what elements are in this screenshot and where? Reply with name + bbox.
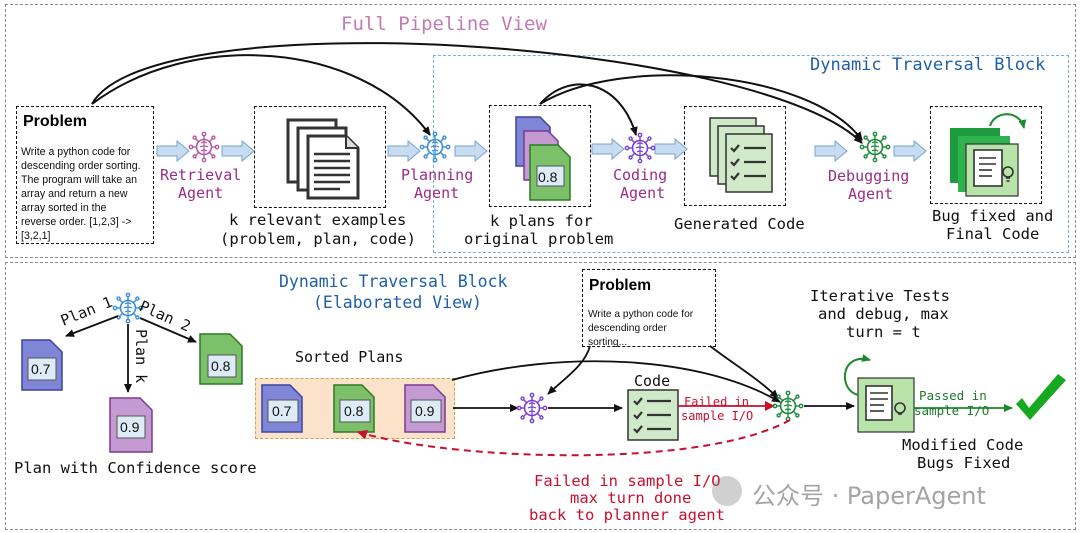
check-mark-icon — [1016, 374, 1066, 420]
top-plan-score: 0.8 — [538, 169, 558, 185]
examples-caption-2: (problem, plan, code) — [220, 230, 416, 248]
elaborated-title-1: Dynamic Traversal Block — [279, 272, 508, 291]
debugging-agent-icon — [859, 131, 891, 163]
planning-agent-label-2: Agent — [414, 184, 460, 202]
sorted-score-3: 0.9 — [415, 403, 435, 419]
arrow-plan-1 — [65, 315, 119, 337]
arrow-problem-to-planning — [91, 54, 431, 136]
plan-tree-caption: Plan with Confidence score — [14, 459, 257, 477]
problem-line-4: array and return a new — [21, 188, 128, 200]
arrow-plans-to-debugging — [539, 74, 863, 141]
back-note-3: back to planner agent — [529, 506, 725, 524]
plan-k-score: 0.9 — [120, 419, 140, 435]
debugging-agent-label-2: Agent — [848, 185, 894, 203]
arrow-planning-plans — [454, 140, 488, 162]
code-label: Code — [634, 372, 671, 390]
problem-box: Problem Write a python code for descendi… — [16, 106, 154, 244]
plan-1-icon — [21, 339, 63, 391]
sorted-plans-label: Sorted Plans — [295, 348, 404, 366]
sorted-plan-2-icon — [333, 384, 375, 433]
full-pipeline-title: Full Pipeline View — [341, 13, 547, 35]
documents-icon — [286, 118, 360, 200]
plan-1-score: 0.7 — [31, 361, 51, 377]
retrieval-agent-label-2: Agent — [178, 184, 224, 202]
sorted-score-1: 0.7 — [272, 403, 292, 419]
arrow-plans-to-coding — [539, 83, 638, 136]
coding-agent-label-1: Coding — [613, 166, 668, 184]
plan-k-icon — [109, 397, 153, 453]
arrow-plan-2 — [139, 317, 197, 343]
coding-agent-icon — [624, 132, 656, 164]
failed-io-1: Failed in — [684, 395, 750, 409]
arrow-problem-to-coding — [547, 345, 591, 395]
retrieval-agent-icon — [188, 131, 220, 163]
plan-k-label: Plan k — [132, 329, 150, 384]
failed-io-2: sample I/O — [681, 409, 754, 423]
problem-line-2: descending order sorting. — [21, 160, 141, 172]
generated-code-icon — [709, 117, 773, 193]
debugging-agent-icon-bottom — [772, 390, 804, 422]
passed-io-2: sample I/O — [914, 403, 990, 418]
plans-stack-icon — [515, 116, 571, 201]
problem-line-7: [3,2,1] — [21, 230, 51, 242]
problem-small-line-2: descending order — [588, 323, 667, 334]
arrow-problem-to-debug — [709, 345, 779, 399]
arrow-generated-debugging — [814, 140, 848, 162]
final-caption-1: Bug fixed and — [932, 207, 1054, 225]
arrow-plans-coding — [591, 138, 625, 160]
problem-small-line-3: sorting... — [588, 337, 628, 348]
watermark-logo-icon — [712, 476, 742, 506]
plans-caption-1: k plans for — [490, 212, 593, 230]
modified-code-icon — [843, 354, 915, 433]
elaborated-view-frame — [5, 262, 1076, 530]
coding-agent-label-2: Agent — [620, 184, 666, 202]
arrow-problem-to-debugging — [91, 42, 863, 144]
arrow-coding-generated — [654, 138, 688, 160]
problem-line-1: Write a python code for — [21, 146, 131, 158]
modified-line-2: Bugs Fixed — [917, 454, 1011, 472]
watermark: 公众号 · PaperAgent — [752, 482, 986, 510]
sorted-plan-1-icon — [261, 384, 303, 433]
plan-2-icon — [199, 333, 243, 385]
sorted-score-2: 0.8 — [344, 403, 364, 419]
arrow-back-to-planner — [357, 419, 791, 457]
final-code-icon — [950, 113, 1027, 197]
arrow-debugging-final — [893, 140, 927, 162]
full-pipeline-frame — [5, 4, 1076, 258]
iterative-line-1: Iterative Tests — [810, 287, 950, 305]
iterative-line-3: turn = t — [846, 323, 921, 341]
generated-caption: Generated Code — [674, 215, 805, 233]
planning-agent-label-1: Planning — [401, 166, 474, 184]
debugging-agent-label-1: Debugging — [828, 167, 910, 185]
problem-small-line-1: Write a python code for — [588, 309, 694, 320]
back-note-2: max turn done — [570, 489, 692, 507]
examples-caption-1: k relevant examples — [229, 211, 407, 229]
arrow-retrieval-examples — [221, 140, 255, 162]
back-note-1: Failed in sample I/O — [534, 472, 721, 490]
code-doc-icon — [627, 389, 679, 441]
iterative-line-2: and debug, max — [818, 305, 949, 323]
problem-line-5: array sorted in the — [21, 202, 107, 214]
coding-agent-icon-bottom — [516, 392, 548, 424]
arrow-examples-planning — [387, 140, 421, 162]
plans-caption-2: original problem — [464, 230, 614, 248]
problem-title: Problem — [23, 113, 88, 130]
final-caption-2: Final Code — [946, 225, 1040, 243]
problem-small-title: Problem — [589, 277, 652, 294]
retrieval-agent-label-1: Retrieval — [160, 166, 242, 184]
passed-io-1: Passed in — [919, 388, 987, 403]
arrow-problem-retrieval — [156, 140, 190, 162]
arrow-sorted-top-to-debug — [451, 360, 781, 403]
plan-2-score: 0.8 — [211, 358, 231, 374]
sorted-plan-3-icon — [404, 384, 446, 433]
elaborated-title-2: (Elaborated View) — [313, 293, 482, 312]
problem-small-box: Problem Write a python code for descendi… — [582, 269, 716, 348]
modified-line-1: Modified Code — [902, 436, 1024, 454]
dynamic-block-label: Dynamic Traversal Block — [810, 55, 1046, 75]
problem-line-3: The program will take an — [21, 174, 137, 186]
planning-agent-icon — [419, 131, 451, 163]
problem-line-6: reverse order. [1,2,3] -> — [21, 216, 132, 228]
